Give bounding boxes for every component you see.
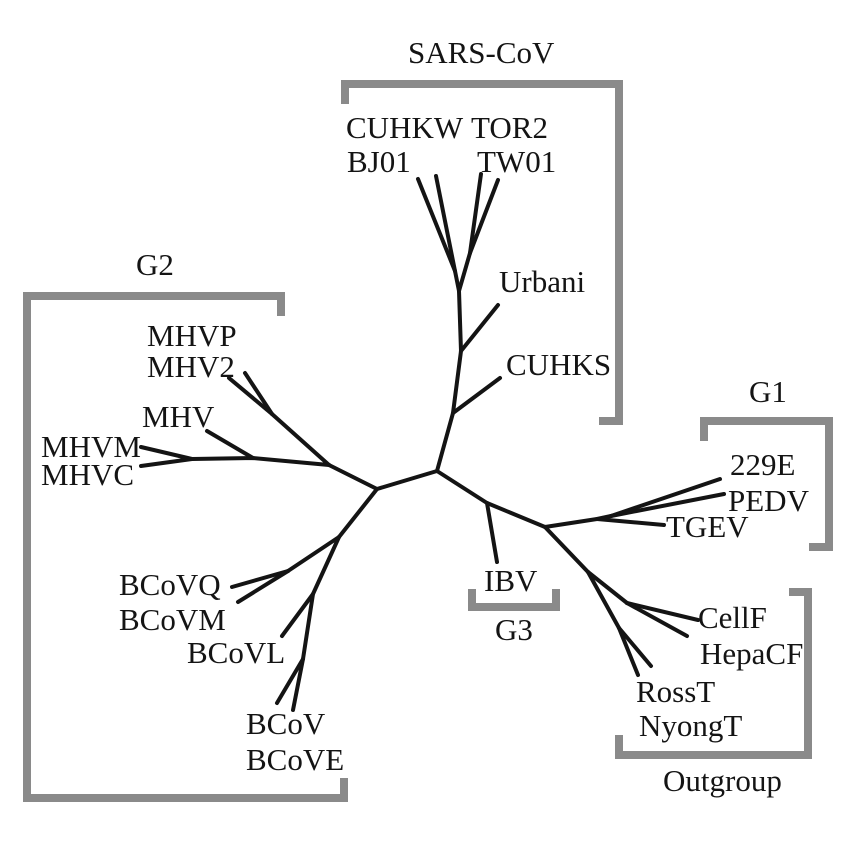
branch-cuhks — [451, 376, 502, 415]
group-label-g3: G3 — [495, 612, 533, 647]
branch-hepacf — [625, 601, 689, 638]
taxon-label-rosst: RossT — [636, 674, 716, 709]
taxon-label-tor2: TOR2 — [471, 110, 548, 145]
branch-mhv-stem — [190, 455, 331, 467]
branch-bcov — [275, 657, 305, 705]
taxon-label-urbani: Urbani — [499, 264, 586, 299]
taxon-label-229e: 229E — [730, 447, 796, 482]
taxon-label-bj01: BJ01 — [347, 144, 411, 179]
branch-cell-stem — [586, 570, 629, 605]
taxon-label-pedv: PEDV — [728, 483, 809, 518]
group-label-g1: G1 — [749, 374, 787, 409]
branch-cuhkw — [434, 174, 457, 273]
bracket-g1 — [700, 417, 833, 551]
taxon-label-tgev: TGEV — [666, 509, 749, 544]
branch-229e — [609, 477, 722, 518]
branch-mhvc — [139, 457, 194, 468]
branch-urbani — [459, 303, 500, 353]
branch-cellf — [625, 601, 700, 622]
branch-bj01 — [416, 177, 457, 273]
bracket-sars-cov — [341, 80, 623, 425]
branch-bcovqm-stem — [286, 535, 341, 573]
taxon-label-hepacf: HepaCF — [700, 636, 804, 671]
branch-rosst — [617, 626, 640, 677]
taxon-label-bcovm: BCoVM — [119, 602, 226, 637]
branch-tor2 — [468, 172, 483, 255]
group-label-outgroup: Outgroup — [663, 763, 782, 798]
branch-pedv — [609, 492, 726, 518]
taxon-label-mhvm: MHVM — [41, 429, 141, 464]
taxon-label-cellf: CellF — [698, 600, 767, 635]
branch-tgev — [595, 517, 666, 527]
branch-mhvm — [139, 445, 194, 461]
taxon-label-bcovq: BCoVQ — [119, 567, 221, 602]
taxon-label-tw01: TW01 — [477, 144, 557, 179]
branch-nyongt — [617, 626, 653, 668]
branch-bcovl — [280, 592, 315, 638]
taxon-label-mhvc: MHVC — [41, 457, 135, 492]
branch-mhv-node-to-mhvp-node — [270, 412, 331, 467]
branch-sars-right-stem — [457, 251, 472, 293]
branch-mhvp — [227, 376, 274, 416]
taxon-label-ibv: IBV — [484, 563, 538, 598]
taxon-label-bcov: BCoV — [246, 706, 326, 741]
taxon-label-nyongt: NyongT — [639, 708, 743, 743]
taxon-label-mhv2: MHV2 — [147, 349, 235, 384]
bracket-outgroup — [615, 588, 812, 759]
taxon-label-mhv: MHV — [142, 399, 215, 434]
branch-tw01 — [468, 178, 500, 255]
branch-bcove — [291, 657, 305, 712]
branch-mhv2 — [243, 371, 274, 416]
branch-bcovq — [230, 569, 290, 589]
branch-sars-trunk — [435, 289, 464, 473]
taxon-label-mhvp: MHVP — [147, 318, 237, 353]
bracket-g2 — [23, 292, 348, 802]
taxon-label-cuhks: CUHKS — [506, 347, 612, 382]
taxon-label-bcovl: BCoVL — [187, 635, 286, 670]
branch-g2hub-to-mhv-node — [327, 463, 379, 491]
branch-mhv — [205, 429, 255, 460]
taxon-label-bcove: BCoVE — [246, 742, 345, 777]
group-label-g2: G2 — [136, 247, 174, 282]
branch-bcovm — [236, 569, 290, 604]
branch-center-to-g2hub — [375, 469, 439, 491]
taxon-label-cuhkw: CUHKW — [346, 110, 464, 145]
branch-g2hub-to-bcov-node — [337, 487, 379, 539]
bracket-g3 — [468, 589, 560, 611]
group-label-sars-cov: SARS-CoV — [408, 35, 555, 70]
branch-ross-stem — [586, 570, 621, 630]
branch-ibv — [485, 501, 499, 564]
branch-outgroup-stem — [543, 525, 590, 574]
